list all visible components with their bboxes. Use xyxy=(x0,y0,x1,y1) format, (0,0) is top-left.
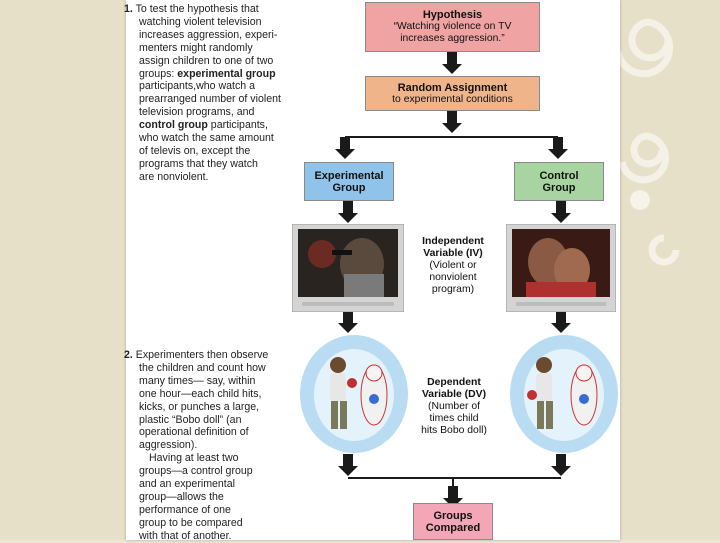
step2-line: operational definition of xyxy=(139,426,249,439)
arrow-down-icon xyxy=(442,52,462,74)
step1-line: who watch the same amount xyxy=(139,132,274,145)
step1-line: menters might randomly xyxy=(139,41,253,54)
control-group-label: Group xyxy=(542,181,576,194)
iv-title: Independent xyxy=(422,236,484,247)
step1-line: increases aggression, experi- xyxy=(139,28,278,41)
dv-desc: hits Bobo doll) xyxy=(421,425,487,436)
step1-line: of televis on, except the xyxy=(139,144,251,157)
arrow-down-icon xyxy=(335,137,355,159)
arrow-down-icon xyxy=(548,137,568,159)
groups-compared-box: Groups Compared xyxy=(413,503,493,540)
dv-title: Dependent xyxy=(427,377,481,388)
arrow-down-icon xyxy=(338,311,358,333)
hypothesis-title: Hypothesis xyxy=(422,9,483,21)
dv-desc: times child xyxy=(429,413,479,424)
arrow-down-icon xyxy=(442,111,462,133)
step1-line: television programs, and xyxy=(139,106,255,119)
step2-line: Experimenters then observe xyxy=(135,349,269,361)
experimental-group-label: Group xyxy=(332,181,366,194)
step1-line: assign children to one of two xyxy=(139,54,274,67)
experimental-group-box: Experimental Group xyxy=(304,162,394,201)
step1-line: participants, xyxy=(207,119,268,132)
step2-line: kicks, or punches a large, xyxy=(139,400,260,413)
step2-line: one hour—each child hits, xyxy=(139,387,262,400)
hypothesis-box: Hypothesis “Watching violence on TV incr… xyxy=(365,2,540,52)
step2-line: the children and count how xyxy=(139,361,266,374)
step1-line: groups: xyxy=(139,67,178,80)
step2-line: performance of one xyxy=(139,503,231,516)
step2-line: group to be compared xyxy=(139,516,243,529)
step1-line: watching violent television xyxy=(139,15,262,28)
step2-text: 2. Experimenters then observe the childr… xyxy=(124,349,294,543)
arrow-down-icon xyxy=(338,201,358,223)
step2-line: plastic “Bobo doll” (an xyxy=(139,413,242,426)
random-assignment-sub: to experimental conditions xyxy=(392,93,513,105)
step1-line: To test the hypothesis that xyxy=(135,3,259,15)
step2-line: groups—a control group xyxy=(139,465,253,478)
step2-line: and an experimental xyxy=(139,478,235,491)
step1-line: programs that they watch xyxy=(139,157,258,170)
child-hitting-bobo-doll-image xyxy=(300,335,408,453)
step2-line: aggression). xyxy=(139,439,198,452)
random-assignment-title: Random Assignment xyxy=(397,81,508,94)
groups-compared-label: Groups xyxy=(433,509,473,522)
hypothesis-line: increases aggression.” xyxy=(400,33,505,44)
step1-line: prearranged number of violent xyxy=(139,93,281,106)
arrow-down-icon xyxy=(551,201,571,223)
step2-line: many times— say, within xyxy=(139,374,256,387)
nonviolent-tv-image xyxy=(506,224,616,312)
independent-variable-label: Independent Variable (IV) (Violent or no… xyxy=(408,236,498,296)
arrow-down-icon xyxy=(338,454,358,476)
dependent-variable-label: Dependent Variable (DV) (Number of times… xyxy=(408,377,500,437)
step1-number: 1. xyxy=(124,3,133,15)
control-group-label: Control xyxy=(539,169,579,182)
random-assignment-box: Random Assignment to experimental condit… xyxy=(365,76,540,111)
iv-desc: (Violent or xyxy=(429,260,477,271)
groups-compared-label: Compared xyxy=(425,521,481,534)
iv-desc: program) xyxy=(431,284,475,295)
step1-line: participants,who watch a xyxy=(139,80,256,93)
hypothesis-line: “Watching violence on TV xyxy=(393,21,512,32)
dv-title: Variable (DV) xyxy=(421,389,487,400)
control-group-box: Control Group xyxy=(514,162,604,201)
step2-line: group—allows the xyxy=(139,490,224,503)
step2-number: 2. xyxy=(124,349,133,361)
step2-line: Having at least two xyxy=(149,452,239,465)
dv-desc: (Number of xyxy=(428,401,480,412)
step1-line: are nonviolent. xyxy=(139,170,209,183)
control-group-term: control group xyxy=(139,119,208,132)
child-with-bobo-doll-image xyxy=(510,335,618,453)
step2-line: with that of another. xyxy=(139,529,232,542)
iv-title: Variable (IV) xyxy=(423,248,483,259)
arrow-down-icon xyxy=(551,311,571,333)
iv-desc: nonviolent xyxy=(429,272,477,283)
experimental-group-term: experimental group xyxy=(177,67,276,80)
violent-tv-image xyxy=(292,224,404,312)
experimental-group-label: Experimental xyxy=(314,169,384,182)
step1-text: 1. To test the hypothesis that watching … xyxy=(124,3,294,184)
arrow-down-icon xyxy=(551,454,571,476)
